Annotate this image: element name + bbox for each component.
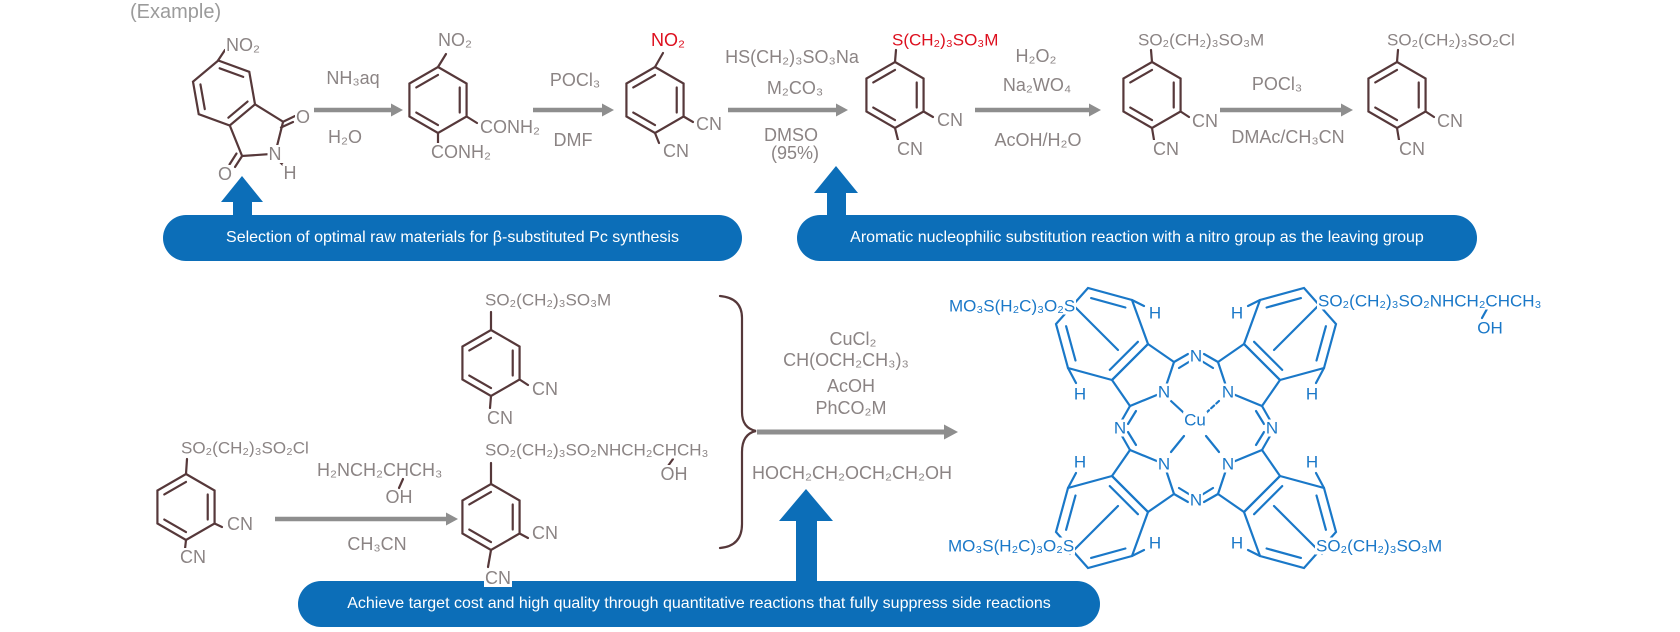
reaction-arrows [275,103,1353,526]
amination-reagent: H₂NCH₂CHCH₃ [317,460,443,480]
pc-nitrogen-label: N [1264,418,1280,438]
amine-oh-bond [397,477,405,490]
amination-reagent-oh: OH [385,487,413,507]
cyclization-reagent3: AcOH [826,376,876,396]
pc-hydrogen-label: H [1147,533,1163,553]
step3-yield: (95%) [770,143,820,163]
structure-b1-sulfone [461,310,530,410]
s1-oxygen-bottom-label: O [216,164,234,184]
pc-hydrogen-label: H [1304,384,1320,404]
amination-solvent: CH₃CN [347,534,407,554]
callout-arrow-2 [814,166,858,216]
b2-cn-right-label: CN [226,514,254,534]
pc-nitrogen-label: N [1188,346,1204,366]
b1-top-label: SO₂(CH₂)₃SO₃M [484,290,613,310]
pc-top-left-substituent: MO₃S(H₂C)₃O₂S [948,296,1077,316]
s4-cn-right-label: CN [936,110,964,130]
pc-hydrogen-label: H [1072,452,1088,472]
pc-bottom-left-substituent: MO₃S(H₂C)₃O₂S [947,536,1076,556]
brace [718,294,757,550]
s4-thioether-label: S(CH₂)₃SO₃M [891,30,1000,50]
structure-nitrophthalamide [408,52,479,145]
b1-cn-bottom-label: CN [486,408,514,428]
cyclization-solvent: HOCH₂CH₂OCH₂CH₂OH [752,463,952,483]
pc-hydrogen-label: H [1147,303,1163,323]
b2-cn-bottom-label: CN [179,547,207,567]
s2-amide-bottom-label: CONH₂ [430,142,492,162]
b1-cn-right-label: CN [531,379,559,399]
pc-hydrogen-label: H [1229,533,1245,553]
step3-reagent2: M₂CO₃ [766,78,824,98]
pc-nitrogen-label: N [1220,382,1236,402]
pc-nitrogen-label: N [1156,454,1172,474]
cyclization-reagent4: PhCO₂M [815,398,887,418]
pc-nitrogen-label: N [1156,382,1172,402]
example-label: (Example) [130,1,222,23]
b3-cn-right-label: CN [531,523,559,543]
s2-no2-label: NO₂ [437,30,473,50]
b2-top-label: SO₂(CH₂)₃SO₂Cl [180,438,310,458]
b3-oh-label: OH [659,464,689,484]
pc-oh-bond [1480,307,1489,320]
callout-arrow-3 [779,489,833,582]
pc-nitrogen-label: N [1220,454,1236,474]
structure-sulfone-phthalonitrile [1122,48,1191,142]
pc-hydrogen-label: H [1304,452,1320,472]
s1-hydrogen-label: H [282,163,298,183]
step4-reagent1: H₂O₂ [1015,46,1057,66]
step3-reagent1: HS(CH₂)₃SO₃Na [725,47,859,67]
step5-reagent: POCl₃ [1251,74,1303,94]
pc-copper-label: Cu [1183,410,1207,430]
s5-cn-bottom-label: CN [1152,139,1180,159]
s1-no2-label: NO₂ [225,35,261,55]
s6-sulfonyl-chloride-label: SO₂(CH₂)₃SO₂Cl [1386,30,1516,50]
s1-oxygen-top-label: O [294,107,312,127]
structure-sulfonyl-chloride-phthalonitrile [1367,48,1436,142]
cyclization-reagent2: CH(OCH₂CH₃)₃ [783,350,909,370]
step5-solvent: DMAc/CH₃CN [1231,127,1345,147]
callout-raw-materials: Selection of optimal raw materials for β… [163,215,742,261]
callout-nucleophilic-substitution: Aromatic nucleophilic substitution react… [797,215,1477,261]
structure-b2-sulfonyl-chloride [156,457,224,551]
pc-hydrogen-label: H [1229,303,1245,323]
step4-solvent: AcOH/H₂O [994,130,1082,150]
s4-cn-bottom-label: CN [896,139,924,159]
s6-cn-bottom-label: CN [1398,139,1426,159]
structure-copper-phthalocyanine [1054,286,1338,570]
structure-nitrophthalonitrile [625,51,695,145]
step4-reagent2: Na₂WO₄ [1002,75,1072,95]
s1-nitrogen-label: N [267,144,283,164]
s5-sulfone-label: SO₂(CH₂)₃SO₃M [1137,30,1266,50]
b3-top-label: SO₂(CH₂)₃SO₂NHCH₂CHCH₃ [484,440,710,460]
s6-cn-right-label: CN [1436,111,1464,131]
s3-cn-right-label: CN [695,114,723,134]
pc-nitrogen-label: N [1188,490,1204,510]
s3-no2-label: NO₂ [650,30,686,50]
step3-solvent: DMSO [764,125,818,145]
b3-cn-bottom-label: CN [484,568,512,588]
pc-top-right-oh: OH [1476,318,1504,338]
step2-solvent: DMF [553,130,593,150]
pc-hydrogen-label: H [1072,384,1088,404]
structure-b3-sulfonamide [461,457,675,569]
s2-amide-right-label: CONH₂ [479,117,541,137]
cyclization-reagent1: CuCl₂ [829,329,877,349]
pc-bottom-right-substituent: SO₂(CH₂)₃SO₃M [1315,536,1444,556]
step1-reagent: NH₃aq [326,68,380,88]
step2-reagent: POCl₃ [549,70,601,90]
callout-arrow-1 [221,176,263,216]
s3-cn-bottom-label: CN [662,141,690,161]
s5-cn-right-label: CN [1191,111,1219,131]
pc-nitrogen-label: N [1112,418,1128,438]
pc-top-right-substituent: SO₂(CH₂)₃SO₂NHCH₂CHCH₃ [1317,291,1543,311]
callout-quantitative-reactions: Achieve target cost and high quality thr… [298,581,1100,627]
step1-solvent: H₂O [328,127,362,147]
structure-thioether-phthalonitrile [865,48,935,142]
